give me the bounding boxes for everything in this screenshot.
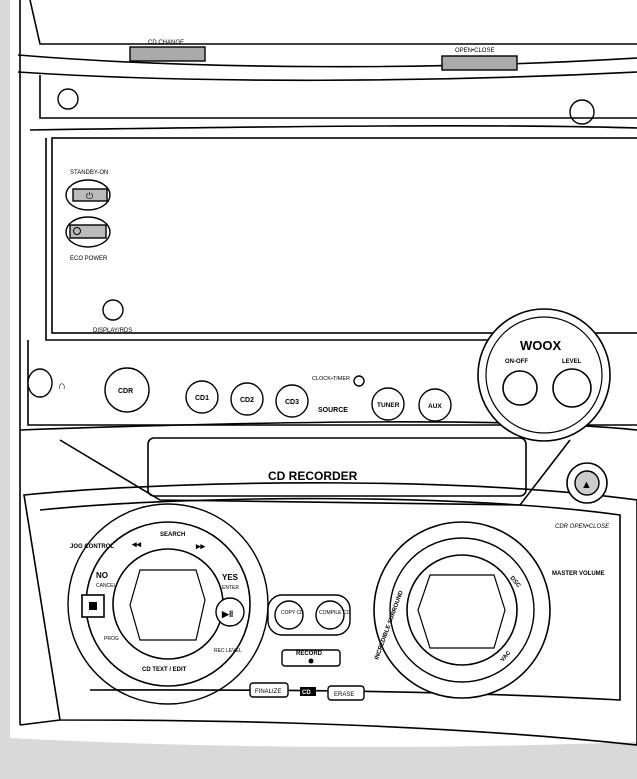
recorder-housing [59, 439, 571, 506]
top-tray-lip2 [17, 71, 637, 82]
mid-panel-shadow [45, 138, 500, 341]
jog-dial-center [129, 569, 206, 641]
search-label: SEARCH [160, 532, 185, 538]
lower-control-panel [23, 482, 637, 746]
prev-button[interactable]: ◂◂ [131, 539, 142, 549]
top-tray-front [39, 75, 637, 119]
clock-timer-button[interactable] [353, 375, 365, 387]
woox-on-off-knob[interactable] [502, 370, 538, 406]
copy-compile-surround [267, 594, 351, 636]
left-background-strip [0, 0, 10, 779]
master-volume-label: MASTER VOLUME [552, 571, 605, 577]
top-tray-outline [29, 0, 637, 45]
clock-timer-label: CLOCK•TIMER [312, 376, 350, 382]
yes-label[interactable]: YES [222, 573, 239, 582]
tuner-label: TUNER [377, 402, 400, 409]
power-icon: ⏻ [86, 191, 93, 201]
open-close-button[interactable] [441, 55, 518, 71]
cd-slot-frame [147, 437, 527, 497]
mid-panel [51, 137, 637, 334]
finalize-label: FINALIZE [255, 689, 281, 695]
cd-text-edit-label[interactable]: CD TEXT / EDIT [142, 667, 187, 673]
display-rds-label: DISPLAY/RDS [93, 328, 132, 334]
cd2-label: CD2 [240, 397, 254, 404]
prog-label[interactable]: PROG [104, 636, 119, 642]
base-line [19, 719, 61, 726]
record-label: RECORD [296, 651, 323, 657]
aux-label: AUX [428, 403, 442, 410]
standby-on-label: STANDBY-ON [70, 170, 108, 176]
woox-ring [477, 308, 611, 442]
jog-control-label: JOG CONTROL [70, 544, 114, 550]
cdr-eject-button[interactable] [574, 470, 600, 496]
mid-panel-top [29, 125, 637, 131]
woox-level-label: LEVEL [562, 359, 582, 365]
top-tray-lip [17, 54, 637, 68]
cd-change-button[interactable] [129, 46, 206, 62]
screw-right [569, 99, 595, 125]
woox-on-off-label: ON-OFF [505, 359, 528, 365]
cd3-label: CD3 [285, 399, 299, 406]
compile-cd-label: COMPILE CD [319, 610, 351, 616]
play-pause-icon: ▶ǁ [221, 609, 233, 619]
headphone-jack[interactable] [27, 368, 53, 398]
headphone-icon: ∩ [58, 380, 66, 392]
eco-power-label: ECO POWER [70, 256, 108, 262]
bottom-background [10, 738, 637, 779]
cd-badge [300, 687, 316, 696]
enter-label: ENTER [222, 585, 239, 591]
stop-icon [89, 602, 97, 610]
tuner-button[interactable] [371, 387, 405, 421]
rec-level-label[interactable]: REC LEVEL [214, 648, 242, 654]
cdr-button[interactable] [104, 367, 150, 413]
woox-title: WOOX [520, 338, 561, 353]
eject-icon: ▲ [581, 479, 592, 491]
cd3-button[interactable] [275, 384, 309, 418]
play-pause-button[interactable] [215, 597, 245, 627]
eco-surround [65, 216, 111, 248]
cdr-label: CDR [118, 388, 133, 395]
record-dot-icon [308, 658, 314, 664]
no-label[interactable]: NO [96, 571, 108, 580]
volume-knob-center [417, 574, 506, 649]
display-rds-button[interactable] [102, 299, 124, 321]
cd1-button[interactable] [185, 380, 219, 414]
woox-level-knob[interactable] [552, 368, 592, 408]
eco-led-icon [73, 227, 81, 235]
standby-surround [65, 179, 111, 211]
screw-left [57, 88, 79, 110]
aux-button[interactable] [418, 388, 452, 422]
cdr-open-close-label: CDR OPEN•CLOSE [555, 524, 610, 530]
cd2-button[interactable] [230, 382, 264, 416]
cd1-label: CD1 [195, 395, 209, 402]
open-close-label: OPEN•CLOSE [455, 48, 494, 54]
cd-badge-label: CD [302, 690, 311, 696]
copy-cd-button[interactable] [274, 600, 304, 630]
eco-power-button[interactable] [69, 224, 107, 239]
copy-cd-label: COPY CD [281, 610, 304, 616]
standby-on-button[interactable] [72, 188, 108, 202]
cd-change-label: CD CHANGE [148, 40, 184, 46]
finalize-button[interactable] [249, 682, 289, 698]
source-label: SOURCE [318, 407, 348, 414]
erase-button[interactable] [327, 685, 365, 701]
lower-control-inner [39, 497, 621, 701]
record-button[interactable] [281, 649, 341, 667]
source-strip [27, 340, 637, 426]
woox-ring-inner [485, 316, 603, 434]
cd-recorder-title: CD RECORDER [268, 469, 358, 483]
next-button[interactable]: ▸▸ [195, 541, 206, 551]
erase-label: ERASE [334, 692, 354, 698]
cancel-label: CANCEL [96, 583, 117, 589]
compile-cd-button[interactable] [315, 600, 345, 630]
jog-surround [67, 503, 269, 705]
